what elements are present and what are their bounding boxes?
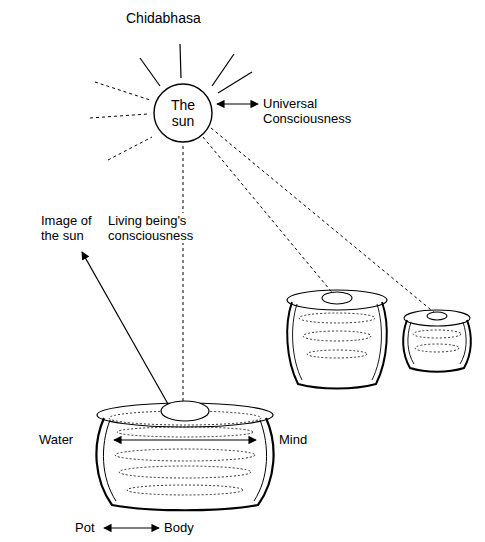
sun-rays — [140, 44, 252, 93]
pot — [287, 290, 387, 389]
dashed-rays — [90, 82, 436, 402]
part-label: Image of the sun — [40, 213, 106, 243]
leader-arrows — [82, 104, 258, 528]
part-label: Pot — [74, 520, 96, 535]
concept-label: Living being's consciousness — [107, 213, 209, 243]
diagram-title: Chidabhasa — [126, 10, 201, 26]
part-label: Water — [38, 432, 74, 447]
concept-label: Body — [163, 520, 195, 535]
concept-label: Mind — [278, 432, 308, 447]
sun-outline — [154, 84, 212, 142]
node-label: The sun — [163, 97, 203, 129]
concept-label: Universal Consciousness — [262, 96, 368, 126]
sun-circle: The sun — [153, 83, 213, 143]
pot — [96, 401, 273, 510]
pot — [403, 310, 471, 372]
